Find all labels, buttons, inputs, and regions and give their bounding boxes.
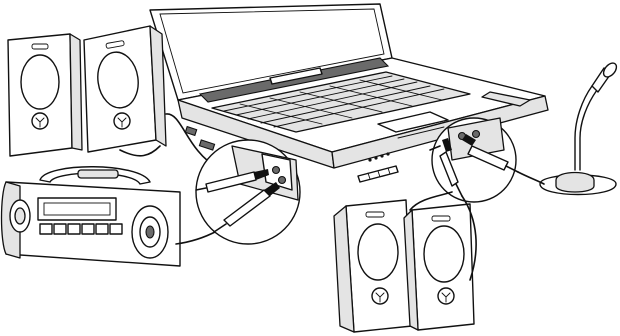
external-speakers-right-icon bbox=[334, 192, 476, 332]
audio-jack-callout-right bbox=[430, 118, 518, 202]
microphone-icon bbox=[518, 61, 619, 195]
audio-jack-callout-left bbox=[196, 140, 300, 244]
